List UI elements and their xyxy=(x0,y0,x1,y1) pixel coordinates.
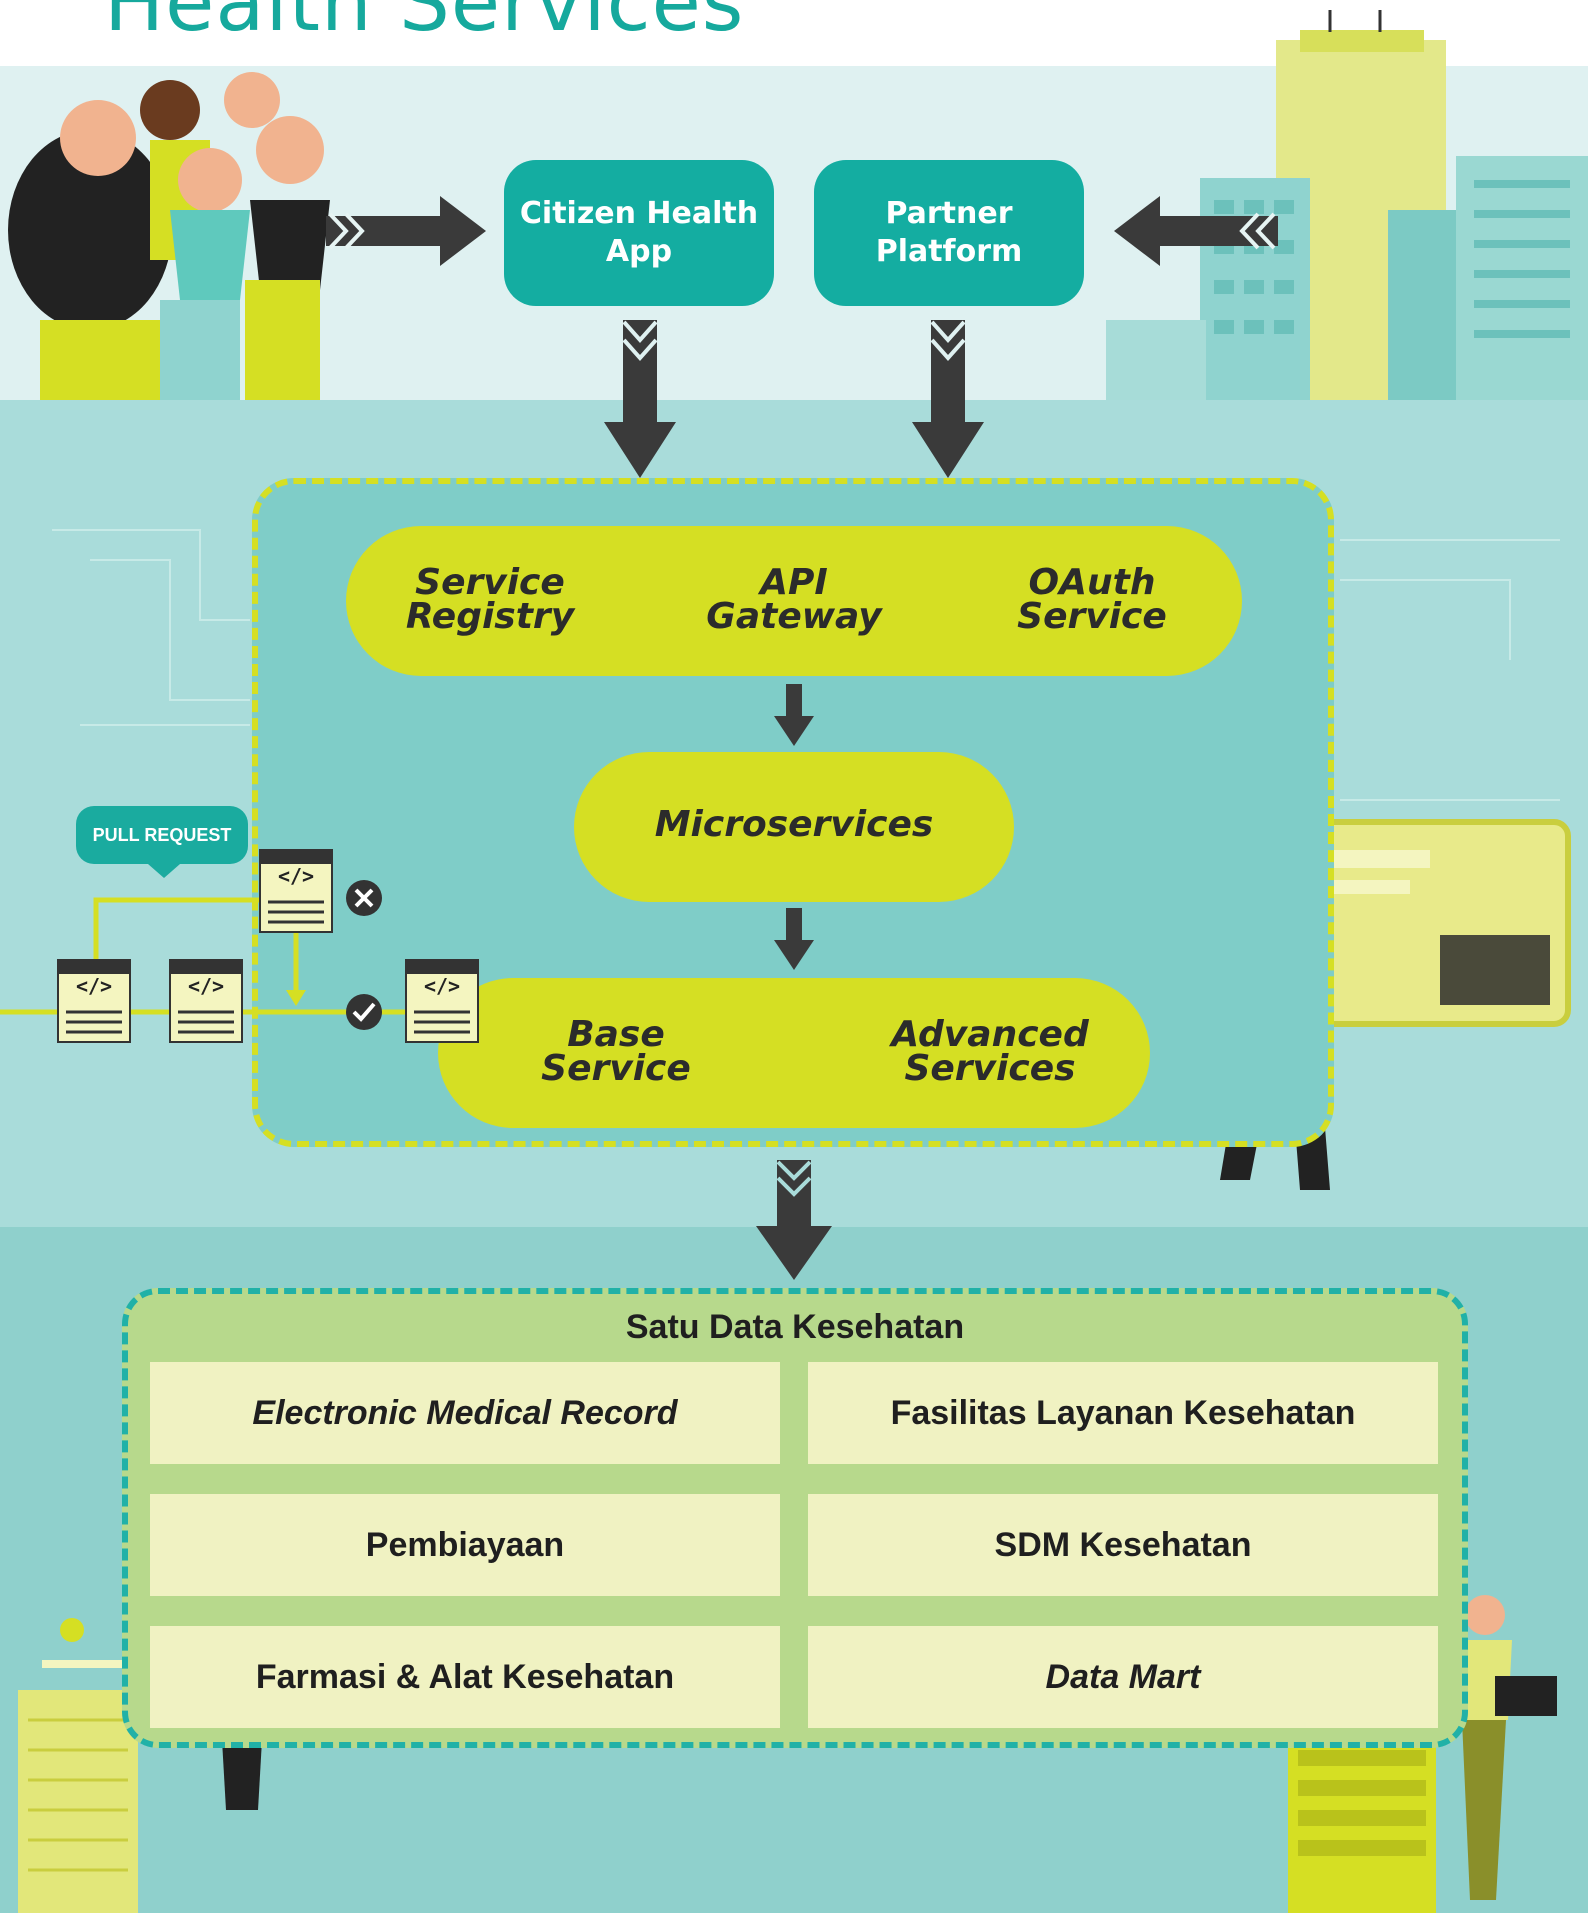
code-document-icon xyxy=(169,959,243,1043)
code-glyph-label: </> xyxy=(75,974,113,998)
arrow-down-partner-icon xyxy=(912,320,984,478)
data-cell-data-mart: Data Mart xyxy=(808,1626,1438,1728)
partner-platform-box: Partner Platform xyxy=(814,160,1084,306)
people-group-icon xyxy=(8,72,330,400)
data-cell-fasilitas: Fasilitas Layanan Kesehatan xyxy=(808,1362,1438,1464)
code-document-icon xyxy=(405,959,479,1043)
page-title: Health Services xyxy=(104,0,745,49)
code-document-icon xyxy=(259,849,333,933)
approve-check-icon xyxy=(346,994,382,1030)
base-service-label: Base Service xyxy=(541,1014,691,1089)
microservices-label: Microservices xyxy=(654,804,934,845)
service-layer-pill xyxy=(438,978,1150,1128)
api-gateway-label: API Gateway xyxy=(706,562,882,637)
reject-x-icon xyxy=(346,880,382,916)
arrow-right-icon xyxy=(326,196,486,266)
man-with-laptop-icon xyxy=(1458,1595,1557,1900)
city-skyline-icon xyxy=(1106,10,1588,400)
arrow-down-small-icon xyxy=(774,684,814,970)
pull-request-tag: PULL REQUEST xyxy=(76,806,248,864)
data-cell-emr: Electronic Medical Record xyxy=(150,1362,780,1464)
gateway-layer-pill xyxy=(346,526,1242,676)
server-rack-left-icon xyxy=(18,1618,138,1913)
arrow-down-app-icon xyxy=(604,320,676,478)
arrow-left-icon xyxy=(1114,196,1278,266)
data-cell-sdm: SDM Kesehatan xyxy=(808,1494,1438,1596)
microservices-pill xyxy=(574,752,1014,902)
service-registry-label: Service Registry xyxy=(405,562,575,637)
data-cell-pembiayaan: Pembiayaan xyxy=(150,1494,780,1596)
code-glyph-label: </> xyxy=(277,864,315,888)
data-cell-farmasi: Farmasi & Alat Kesehatan xyxy=(150,1626,780,1728)
advanced-services-label: Advanced Services xyxy=(891,1014,1089,1089)
citizen-health-app-box: Citizen Health App xyxy=(504,160,774,306)
data-section-title: Satu Data Kesehatan xyxy=(625,1308,965,1346)
oauth-service-label: OAuth Service xyxy=(1017,562,1167,637)
code-document-icon xyxy=(57,959,131,1043)
arrow-down-to-data-icon xyxy=(756,1160,832,1280)
code-glyph-label: </> xyxy=(187,974,225,998)
code-glyph-label: </> xyxy=(423,974,461,998)
